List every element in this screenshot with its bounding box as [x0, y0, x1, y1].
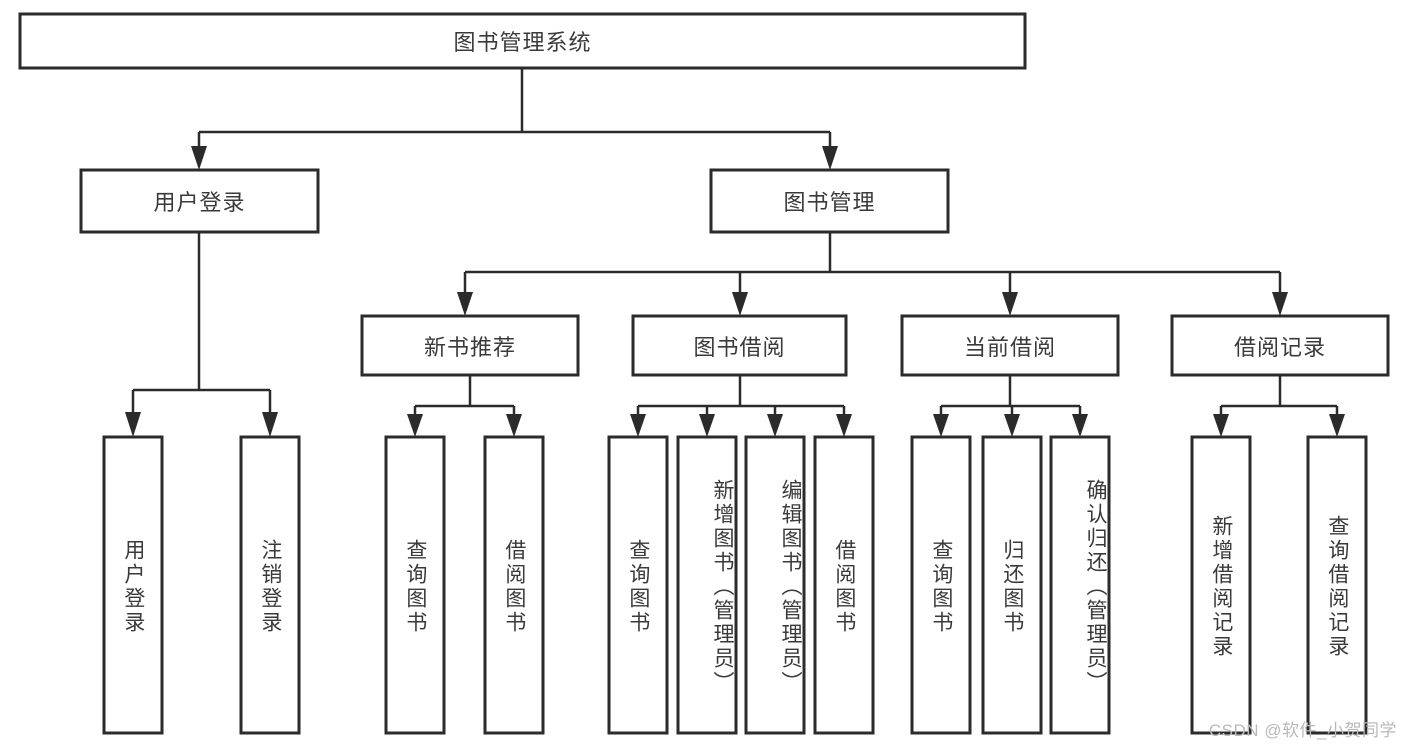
box-leaf-borrow-1[interactable] — [607, 435, 669, 735]
connector-record-to-leaves — [1213, 375, 1345, 437]
connector-recommend-to-leaves — [407, 375, 522, 437]
box-root[interactable] — [18, 12, 1027, 70]
box-leaf-user-login-2[interactable] — [239, 435, 301, 735]
box-leaf-user-login-1[interactable] — [102, 435, 164, 735]
connector-book-management-to-level3 — [457, 232, 1288, 316]
box-user-login[interactable] — [79, 168, 320, 234]
box-leaf-record-2[interactable] — [1306, 435, 1368, 735]
connector-borrow-to-leaves — [630, 375, 852, 437]
box-leaf-current-1[interactable] — [910, 435, 972, 735]
connector-root-to-level2 — [191, 68, 838, 170]
box-leaf-recommend-1[interactable] — [384, 435, 446, 735]
box-leaf-borrow-2[interactable] — [676, 435, 738, 735]
box-leaf-current-3[interactable] — [1049, 435, 1111, 735]
box-leaf-borrow-4[interactable] — [813, 435, 875, 735]
box-leaf-record-1[interactable] — [1190, 435, 1252, 735]
box-book-management[interactable] — [709, 168, 950, 234]
box-leaf-current-2[interactable] — [981, 435, 1043, 735]
box-new-book-recommend[interactable] — [360, 314, 580, 377]
csdn-watermark: CSDN @软件_小贺同学 — [1208, 721, 1397, 740]
connector-user-login-to-leaves — [125, 232, 278, 437]
box-book-borrow[interactable] — [631, 314, 848, 377]
box-leaf-borrow-3[interactable] — [744, 435, 806, 735]
connector-current-to-leaves — [933, 375, 1088, 437]
box-leaf-recommend-2[interactable] — [483, 435, 545, 735]
box-borrow-record[interactable] — [1170, 314, 1390, 377]
box-current-borrow[interactable] — [900, 314, 1120, 377]
